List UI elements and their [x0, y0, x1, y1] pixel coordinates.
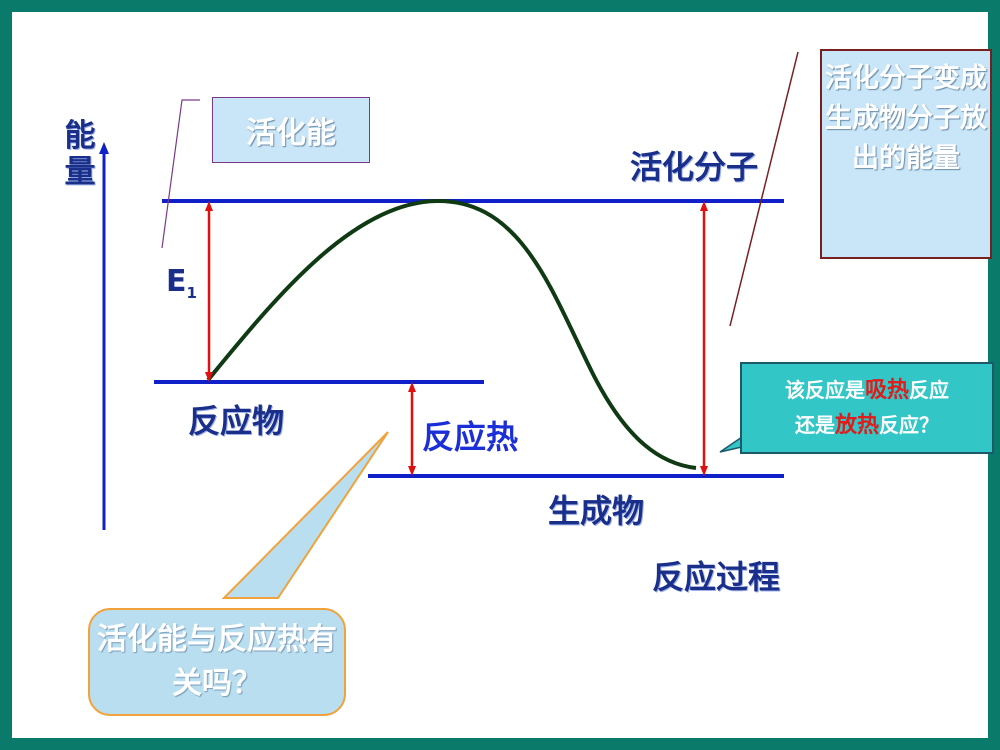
activated-molecules-label: 活化分子 — [630, 148, 759, 186]
activation-box-leader — [161, 99, 200, 249]
question-part3: 还是 — [794, 413, 835, 437]
slide: 能量 反应过程 活化分子 反应物 反应热 生成物 E1 活化能 活化分子变成生成… — [12, 12, 994, 738]
e-subscript: 1 — [186, 284, 197, 302]
e-symbol: E — [166, 264, 187, 299]
question-part1: 该反应是 — [784, 378, 865, 402]
reaction-heat-label: 反应热 — [422, 418, 519, 456]
reaction-curve — [206, 198, 697, 470]
exothermic-word: 放热 — [834, 413, 879, 438]
products-label: 生成物 — [548, 492, 645, 530]
release-box-leader — [729, 51, 799, 327]
question-part4: 反应？ — [879, 413, 939, 437]
question-part2: 反应 — [909, 378, 949, 402]
activation-energy-box-text: 活化能 — [246, 116, 336, 151]
relation-question-callout: 活化能与反应热有关吗？ — [88, 608, 346, 716]
released-energy-box: 活化分子变成生成物分子放出的能量 — [820, 49, 992, 259]
reaction-progress-label: 反应过程 — [652, 558, 781, 596]
energy-axis-label: 能量 — [64, 118, 96, 190]
reactants-label: 反应物 — [188, 402, 285, 440]
released-energy-box-text: 活化分子变成生成物分子放出的能量 — [825, 63, 987, 174]
orange-callout-tail — [221, 431, 389, 599]
endothermic-word: 吸热 — [864, 378, 909, 403]
relation-question-text: 活化能与反应热有关吗？ — [97, 622, 337, 701]
exo-endo-question-callout: 该反应是吸热反应 还是放热反应？ — [740, 362, 994, 454]
e1-label: E1 — [166, 264, 197, 302]
activation-energy-box: 活化能 — [212, 97, 370, 163]
